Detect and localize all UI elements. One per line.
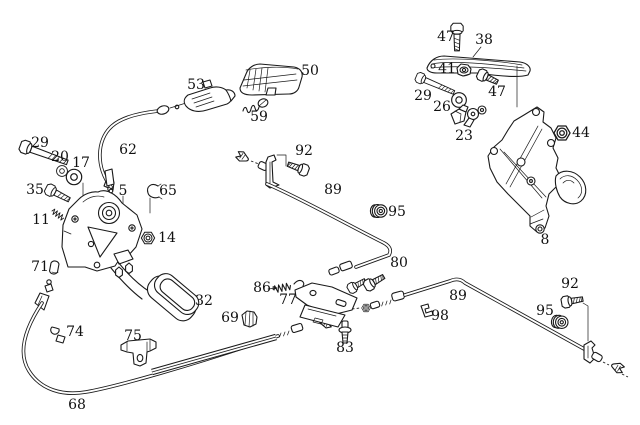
part-label-53: 53 (187, 77, 205, 93)
part-label-68: 68 (68, 397, 86, 413)
part-label-92-left: 92 (295, 143, 313, 159)
support-bracket-8 (477, 105, 587, 234)
part-label-47-top: 47 (437, 29, 455, 45)
part-label-74: 74 (66, 324, 84, 340)
part-label-95-left: 95 (388, 204, 406, 220)
part-label-47-right: 47 (488, 84, 506, 100)
part-label-8: 8 (541, 232, 550, 248)
fastener-cluster-top-right (413, 22, 531, 128)
grommet-69 (241, 310, 258, 328)
part-label-95-right: 95 (536, 303, 554, 319)
part-label-71: 71 (31, 259, 49, 275)
pedal-arm-32 (110, 249, 200, 322)
clip-74 (50, 326, 66, 344)
screw-59 (242, 98, 269, 114)
release-handle-53 (183, 79, 236, 112)
part-label-92-right: 92 (561, 276, 579, 292)
part-label-38: 38 (475, 32, 493, 48)
grommet-95-left (369, 203, 388, 219)
clip-65 (147, 183, 163, 200)
part-label-89-right: 89 (449, 288, 467, 304)
nut-14 (140, 231, 156, 245)
washer-17 (65, 168, 83, 186)
spring-pin-11 (50, 207, 66, 222)
clip-98 (420, 303, 434, 318)
pedal-stop-pad (554, 170, 587, 205)
pedal-pad (146, 273, 200, 322)
part-label-83: 83 (336, 340, 354, 356)
front-cable-68 (21, 279, 337, 395)
bolt-35 (42, 182, 73, 206)
bolt-80b (361, 270, 388, 293)
rear-cable-bracket (583, 340, 629, 378)
part-label-50: 50 (301, 63, 319, 79)
cable-89-left (234, 149, 392, 276)
part-label-89-left: 89 (324, 182, 342, 198)
bracket-strip-38 (426, 46, 531, 78)
part-label-75: 75 (124, 328, 142, 344)
part-label-14: 14 (158, 230, 176, 246)
bracket-75 (120, 338, 157, 367)
part-label-5: 5 (119, 183, 128, 199)
handle-grip-50 (239, 63, 303, 96)
part-label-65: 65 (159, 183, 177, 199)
cable-89-right (351, 277, 629, 378)
part-label-26: 26 (433, 99, 451, 115)
part-label-80: 80 (390, 255, 408, 271)
part-label-62: 62 (119, 142, 137, 158)
part-label-29-right: 29 (414, 88, 432, 104)
part-label-86: 86 (253, 280, 271, 296)
pedal-bracket-5 (61, 180, 151, 272)
part-label-11: 11 (32, 212, 50, 228)
screw-83 (338, 320, 352, 344)
part-label-17: 17 (72, 155, 90, 171)
part-label-23: 23 (455, 128, 473, 144)
bolt-92-right (560, 292, 585, 310)
part-label-77: 77 (279, 292, 297, 308)
bolt-92-left (285, 158, 311, 178)
part-label-59: 59 (250, 109, 268, 125)
part-label-20: 20 (51, 149, 69, 165)
part-label-35: 35 (26, 182, 44, 198)
part-label-44: 44 (572, 125, 590, 141)
part-label-32: 32 (195, 293, 213, 309)
part-label-41: 41 (438, 61, 456, 77)
part-label-98: 98 (431, 308, 449, 324)
equalizer-77 (267, 270, 434, 344)
clip-23 (450, 104, 480, 128)
part-label-69: 69 (221, 310, 239, 326)
part-label-29-left: 29 (31, 135, 49, 151)
nut-44 (553, 125, 571, 141)
washer-20 (56, 165, 68, 177)
release-cable-62 (98, 102, 187, 194)
clip-71 (48, 260, 60, 275)
cable-fork-end (234, 149, 252, 165)
cable-pin (46, 279, 52, 285)
nut-41 (456, 63, 472, 77)
